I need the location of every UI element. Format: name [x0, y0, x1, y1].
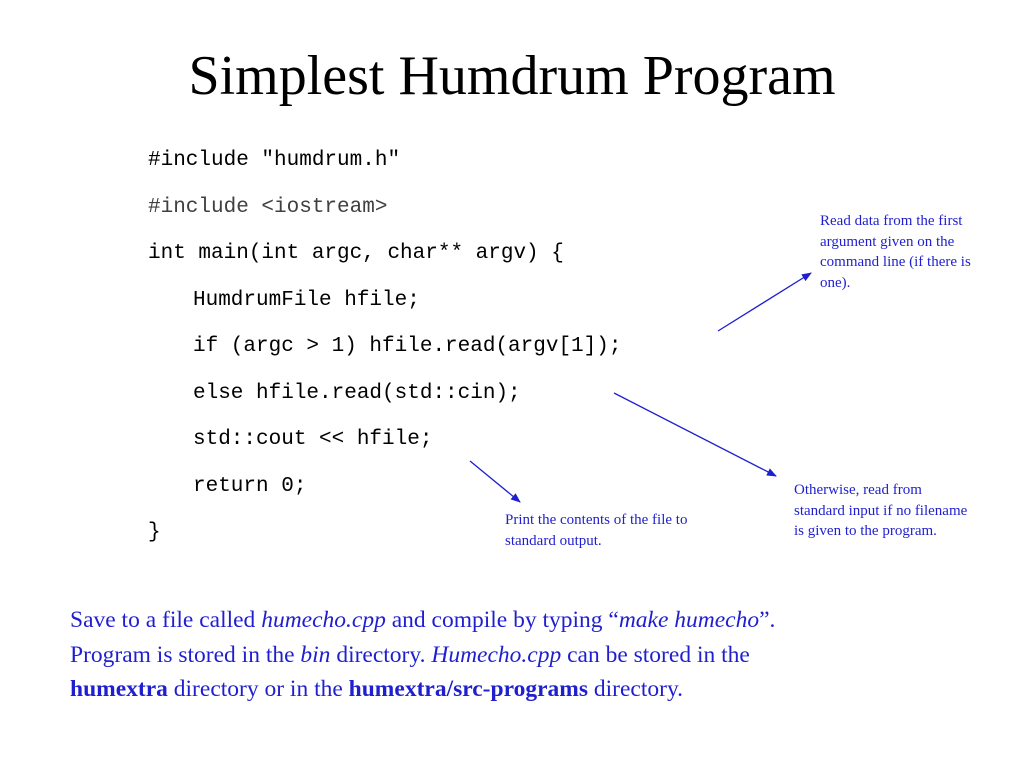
filename-humecho-cpp: humecho.cpp	[261, 607, 386, 633]
arrow-read-first-arg	[717, 272, 812, 332]
footer-text-segment: ”.	[759, 607, 776, 633]
arrow-otherwise-stdin	[613, 392, 777, 477]
directory-humextra: humextra	[70, 676, 168, 702]
directory-bin: bin	[300, 641, 331, 668]
footer-text-segment: and compile by typing “	[385, 607, 619, 633]
directory-humextra-src-programs: humextra/src-programs	[348, 676, 588, 702]
code-line-include-humdrum: #include "humdrum.h"	[148, 149, 401, 172]
filename-humecho-cpp-capitalized: Humecho.cpp	[431, 641, 562, 668]
annotation-print-contents: Print the contents of the file to standa…	[505, 512, 688, 549]
code-line-return: return 0;	[193, 474, 307, 498]
slide-title: Simplest Humdrum Program	[188, 45, 836, 107]
code-line-main-signature: int main(int argc, char** argv) {	[148, 242, 564, 265]
code-block: #include "humdrum.h" #include <iostream>…	[148, 145, 621, 564]
command-make-humecho: make humecho	[618, 607, 760, 633]
code-line-print-hfile: std::cout << hfile;	[193, 428, 433, 451]
code-line-read-argv: if (argc > 1) hfile.read(argv[1]);	[193, 335, 622, 358]
footer-text-segment: can be stored in the	[561, 641, 750, 668]
footer-text-segment: directory or in the	[167, 676, 349, 702]
footer-text-segment: directory.	[588, 676, 684, 702]
footer-text-segment: Program is stored in the	[70, 641, 301, 668]
footer-text-segment: directory.	[330, 641, 432, 668]
footer-text-segment: Save to a file called	[70, 607, 262, 633]
annotation-otherwise-stdin: Otherwise, read from standard input if n…	[794, 482, 968, 539]
code-line-read-cin: else hfile.read(std::cin);	[193, 381, 521, 405]
code-line-closing-brace: }	[148, 521, 161, 544]
annotation-read-first-arg: Read data from the first argument given …	[820, 213, 971, 291]
code-line-declare-hfile: HumdrumFile hfile;	[193, 288, 420, 312]
footer-instructions: Save to a file called humecho.cpp and co…	[70, 603, 970, 707]
code-line-include-iostream: #include <iostream>	[148, 195, 388, 219]
